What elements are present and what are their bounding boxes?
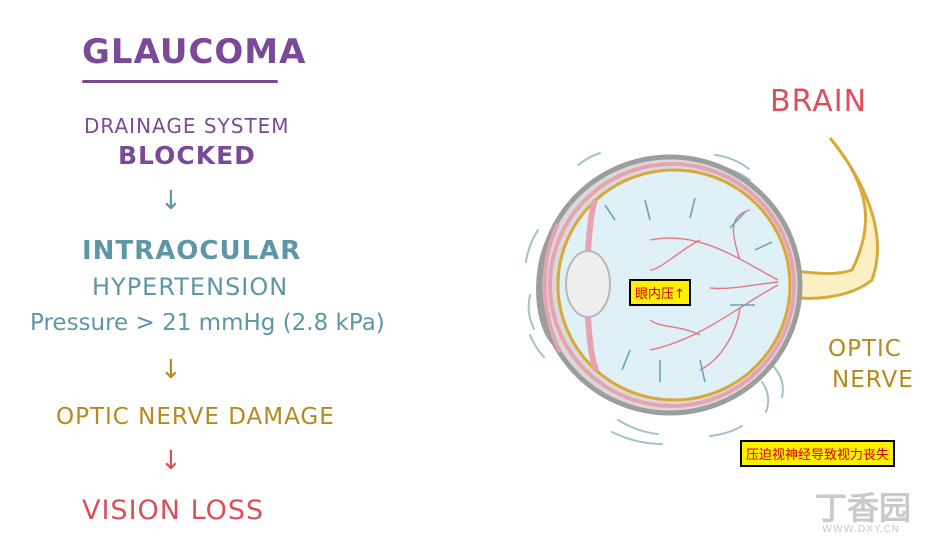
label-brain: Brain: [770, 84, 868, 119]
step1-line1: Drainage system: [84, 114, 290, 138]
step3-optic-nerve-damage: Optic nerve damage: [56, 404, 335, 430]
lens: [565, 250, 611, 318]
arrow-down-icon: ↓: [160, 355, 182, 385]
label-optic: Optic: [828, 336, 902, 362]
retinal-vessels: [649, 209, 779, 371]
step2-line1: Intraocular: [82, 236, 302, 266]
arrow-down-icon: ↓: [160, 446, 182, 476]
watermark-url: WWW.DXY.CN: [822, 524, 900, 535]
step2-line2: hypertension: [92, 273, 289, 301]
arrow-down-icon: ↓: [160, 186, 182, 216]
eye-illustration: [525, 137, 879, 445]
step2-line3: Pressure > 21 mmHg (2.8 kPa): [30, 310, 385, 336]
iop-increase-box: 眼内压↑: [629, 279, 691, 306]
title-underline: [82, 80, 278, 83]
title-glaucoma: Glaucoma: [82, 32, 307, 72]
pressure-arrows: [604, 197, 773, 383]
vision-loss-explanation-box: 压迫视神经导致视力丧失: [740, 440, 896, 467]
label-nerve: Nerve: [832, 367, 914, 393]
watermark-logo-text: 丁香园: [815, 489, 912, 527]
step4-vision-loss: Vision loss: [82, 495, 265, 526]
step1-line2: blocked: [118, 141, 256, 170]
